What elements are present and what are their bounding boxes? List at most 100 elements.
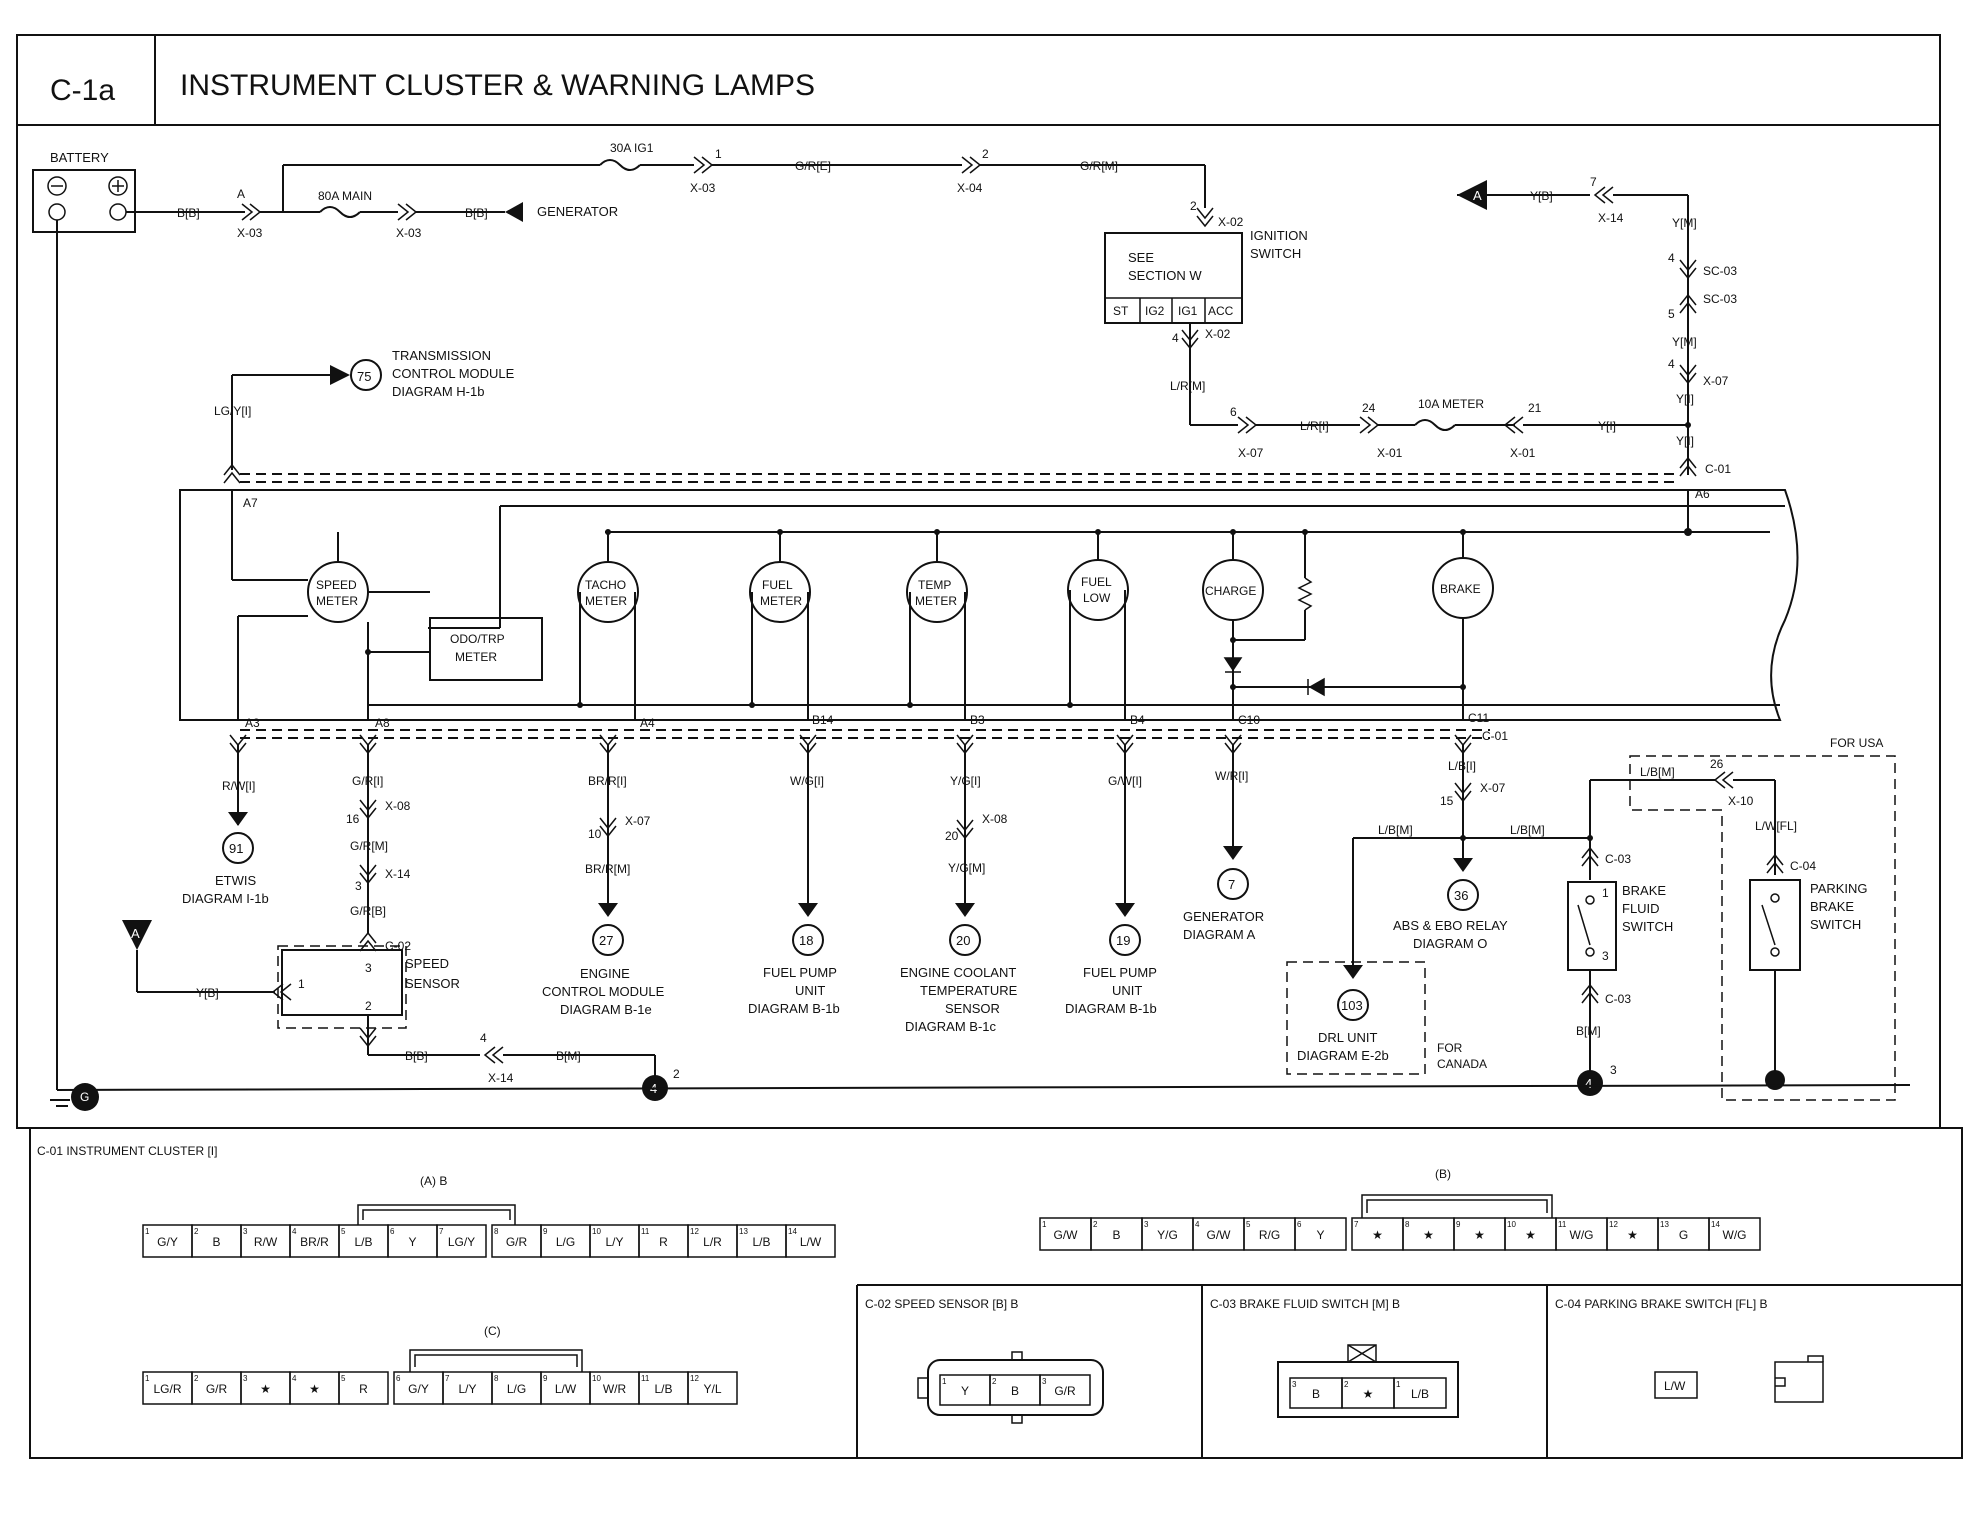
svg-text:6: 6 [1230, 405, 1237, 419]
svg-text:PARKING: PARKING [1810, 881, 1868, 896]
svg-text:A: A [1473, 188, 1482, 203]
c01b-wire-color: ★ [1474, 1228, 1485, 1242]
c01c-wire-color: ★ [309, 1382, 320, 1396]
svg-text:B4: B4 [1130, 713, 1145, 727]
svg-text:80A MAIN: 80A MAIN [318, 189, 372, 203]
svg-text:C-01: C-01 [1705, 462, 1731, 476]
usa-dashed-box [1629, 755, 1896, 1101]
svg-text:SC-03: SC-03 [1703, 292, 1737, 306]
c01c-wire-color: G/Y [408, 1382, 429, 1396]
svg-text:G/R[B]: G/R[B] [350, 904, 386, 918]
c03-wire-color: ★ [1363, 1387, 1374, 1401]
svg-text:SWITCH: SWITCH [1622, 919, 1673, 934]
parking-brake-switch [1749, 879, 1801, 971]
generator-label: GENERATOR [537, 204, 618, 219]
ground-point-2 [1577, 1070, 1603, 1096]
svg-text:B14: B14 [812, 713, 834, 727]
svg-text:SC-03: SC-03 [1703, 264, 1737, 278]
svg-text:C-04 PARKING BRAKE SWITCH [FL]: C-04 PARKING BRAKE SWITCH [FL] B [1555, 1297, 1767, 1311]
svg-text:X-03: X-03 [396, 226, 422, 240]
svg-text:L/R[M]: L/R[M] [1170, 379, 1205, 393]
tacho-meter [577, 561, 639, 623]
svg-text:36: 36 [1454, 888, 1468, 903]
svg-text:DIAGRAM B-1b: DIAGRAM B-1b [748, 1001, 840, 1016]
svg-text:CONTROL MODULE: CONTROL MODULE [542, 984, 665, 999]
svg-text:LOW: LOW [1083, 591, 1111, 605]
c01b-pin-number: 4 [1195, 1220, 1200, 1229]
svg-text:SECTION W: SECTION W [1128, 268, 1202, 283]
c01c-pin-number: 7 [445, 1374, 450, 1383]
connector-c02 [917, 1351, 1104, 1424]
c01b-wire-color: Y/G [1157, 1228, 1178, 1242]
c01c-pin-number: 12 [690, 1374, 699, 1383]
svg-text:IG2: IG2 [1145, 304, 1165, 318]
svg-text:4: 4 [1668, 251, 1675, 265]
c01b-pin-number: 10 [1507, 1220, 1516, 1229]
c01b-cell [1708, 1217, 1761, 1251]
c01c-pin-number: 4 [292, 1374, 297, 1383]
c01c-cell [687, 1371, 738, 1405]
svg-text:METER: METER [760, 594, 802, 608]
svg-text:4: 4 [1172, 331, 1179, 345]
c01c-pin-number: 11 [641, 1374, 650, 1383]
svg-text:ETWIS: ETWIS [215, 873, 256, 888]
c01a-pin-number: 1 [145, 1227, 150, 1236]
svg-text:A4: A4 [640, 716, 655, 730]
c01c-wire-color: G/R [206, 1382, 228, 1396]
bottom-frame [29, 1127, 1963, 1459]
connector-c01-b: 1G/W2B3Y/G4G/W5R/G6Y7★8★9★10★11W/G12★13G… [1039, 1217, 1761, 1251]
c03-cell [1393, 1377, 1447, 1409]
svg-text:A3: A3 [245, 716, 260, 730]
svg-text:SPEED: SPEED [316, 578, 357, 592]
svg-text:Y[M]: Y[M] [1672, 216, 1697, 230]
c01a-wire-color: R [659, 1235, 668, 1249]
svg-text:B[B]: B[B] [177, 206, 200, 220]
svg-text:C-03 BRAKE FLUID SWITCH [M] B: C-03 BRAKE FLUID SWITCH [M] B [1210, 1297, 1400, 1311]
c01b-wire-color: Y [1316, 1228, 1324, 1242]
connector-c01-a: 1G/Y2B3R/W4BR/R5L/B6Y7LG/Y8G/R9L/G10L/Y1… [142, 1224, 836, 1258]
svg-text:91: 91 [229, 841, 243, 856]
svg-text:TRANSMISSION: TRANSMISSION [392, 348, 491, 363]
c01a-pin-number: 3 [243, 1227, 248, 1236]
svg-text:75: 75 [357, 369, 371, 384]
svg-text:103: 103 [1341, 998, 1363, 1013]
svg-text:Y[I]: Y[I] [1676, 392, 1694, 406]
charge-resistor [1297, 577, 1313, 611]
svg-text:TEMPERATURE: TEMPERATURE [920, 983, 1018, 998]
speed-meter [307, 561, 369, 623]
brake-fluid-switch [1567, 881, 1617, 971]
svg-text:7: 7 [1228, 877, 1235, 892]
svg-text:X-07: X-07 [625, 814, 651, 828]
svg-text:L/R[I]: L/R[I] [1300, 419, 1329, 433]
ground-g [71, 1083, 99, 1111]
c01b-wire-color: ★ [1372, 1228, 1383, 1242]
c01c-pin-number: 6 [396, 1374, 401, 1383]
svg-text:L/W[FL]: L/W[FL] [1755, 819, 1797, 833]
svg-text:C-04: C-04 [1790, 859, 1816, 873]
svg-text:Y[M]: Y[M] [1672, 335, 1697, 349]
charge-diode [1223, 657, 1243, 673]
svg-text:DIAGRAM H-1b: DIAGRAM H-1b [392, 384, 484, 399]
c01a-pin-number: 12 [690, 1227, 699, 1236]
svg-text:FUEL PUMP: FUEL PUMP [1083, 965, 1157, 980]
svg-text:B[B]: B[B] [465, 206, 488, 220]
svg-text:G/R[M]: G/R[M] [1080, 159, 1118, 173]
c02-cell [1039, 1374, 1091, 1406]
c01b-pin-number: 14 [1711, 1220, 1720, 1229]
c01b-wire-color: ★ [1525, 1228, 1536, 1242]
drl-canada-box [1286, 961, 1426, 1075]
svg-text:3: 3 [365, 961, 372, 975]
svg-text:R/W[I]: R/W[I] [222, 779, 255, 793]
speed-sensor [277, 945, 407, 1029]
c01b-pin-number: 1 [1042, 1220, 1047, 1229]
c01b-wire-color: W/G [1723, 1228, 1747, 1242]
c03-wire-color: L/B [1411, 1387, 1429, 1401]
svg-text:BRAKE: BRAKE [1440, 582, 1481, 596]
svg-text:DRL UNIT: DRL UNIT [1318, 1030, 1378, 1045]
svg-text:A: A [237, 187, 245, 201]
svg-text:DIAGRAM I-1b: DIAGRAM I-1b [182, 891, 269, 906]
c01a-pin-number: 2 [194, 1227, 199, 1236]
battery-label: BATTERY [50, 150, 109, 165]
c01a-wire-color: L/W [800, 1235, 822, 1249]
c01a-wire-color: L/R [703, 1235, 722, 1249]
